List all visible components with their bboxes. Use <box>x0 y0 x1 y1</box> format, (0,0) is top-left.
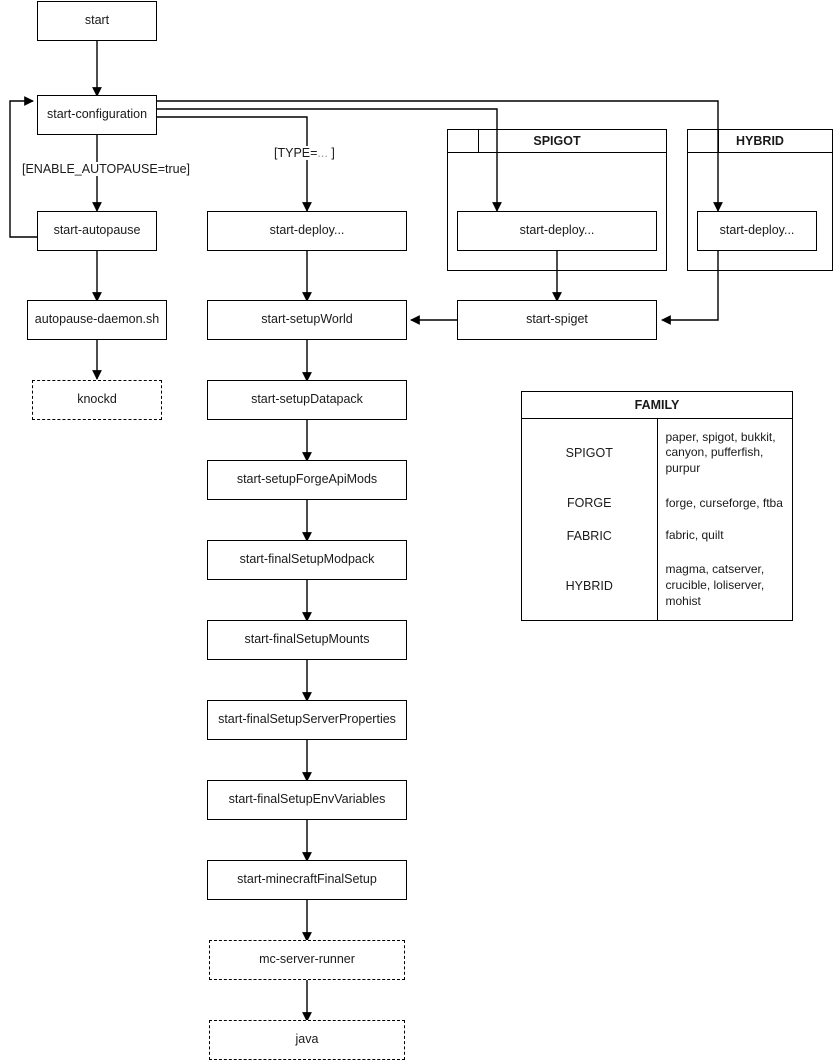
node-start-configuration[interactable]: start-configuration <box>37 95 157 135</box>
family-table-title: FAMILY <box>522 392 792 419</box>
node-start-finalsetupenvvariables[interactable]: start-finalSetupEnvVariables <box>207 780 407 820</box>
node-start-finalsetupmounts[interactable]: start-finalSetupMounts <box>207 620 407 660</box>
family-value: fabric, quilt <box>665 527 724 542</box>
family-value: paper, spigot, bukkit, canyon, pufferfis… <box>665 429 776 476</box>
node-start-deploy-hybrid[interactable]: start-deploy... <box>697 211 817 251</box>
family-key: FABRIC <box>522 519 658 552</box>
edge-label-type: [TYPE=... ] <box>272 146 337 160</box>
node-start-setupforgeapimods[interactable]: start-setupForgeApiMods <box>207 460 407 500</box>
table-row: HYBRID magma, catserver, crucible, lolis… <box>522 551 792 620</box>
node-knockd[interactable]: knockd <box>32 380 162 420</box>
family-key: HYBRID <box>522 551 658 620</box>
table-row: FABRIC fabric, quilt <box>522 519 792 552</box>
node-start-autopause[interactable]: start-autopause <box>37 211 157 251</box>
node-start-finalsetupmodpack[interactable]: start-finalSetupModpack <box>207 540 407 580</box>
edge-label-enable-autopause: [ENABLE_AUTOPAUSE=true] <box>20 162 193 176</box>
node-start-minecraftfinalsetup[interactable]: start-minecraftFinalSetup <box>207 860 407 900</box>
family-key: SPIGOT <box>522 418 658 488</box>
family-table-body: SPIGOT paper, spigot, bukkit, canyon, pu… <box>522 418 792 620</box>
family-value: magma, catserver, crucible, loliserver, … <box>665 562 765 608</box>
node-start[interactable]: start <box>37 1 157 41</box>
node-start-deploy-main[interactable]: start-deploy... <box>207 211 407 251</box>
node-autopause-daemon[interactable]: autopause-daemon.sh <box>27 300 167 340</box>
group-hybrid-title: HYBRID <box>688 130 832 153</box>
node-start-deploy-spigot[interactable]: start-deploy... <box>457 211 657 251</box>
node-start-spiget[interactable]: start-spiget <box>457 300 657 340</box>
table-row: SPIGOT paper, spigot, bukkit, canyon, pu… <box>522 418 792 488</box>
group-spigot-title: SPIGOT <box>448 130 666 153</box>
edge-label-type-ellipsis: ... <box>317 146 328 160</box>
edge-configuration-to-deploy-spigot <box>157 108 502 212</box>
node-mc-server-runner[interactable]: mc-server-runner <box>209 940 405 980</box>
table-row: FORGE forge, curseforge, ftba <box>522 487 792 520</box>
family-value: forge, curseforge, ftba <box>665 495 783 510</box>
node-start-setupworld[interactable]: start-setupWorld <box>207 300 407 340</box>
edge-label-type-suffix: ] <box>331 146 335 160</box>
family-key: FORGE <box>522 487 658 520</box>
family-table: FAMILY SPIGOT paper, spigot, bukkit, can… <box>522 392 792 620</box>
edge-label-type-prefix: [TYPE= <box>274 146 318 160</box>
family-legend: FAMILY SPIGOT paper, spigot, bukkit, can… <box>521 391 793 621</box>
node-start-finalsetupserverproperties[interactable]: start-finalSetupServerProperties <box>207 700 407 740</box>
node-java[interactable]: java <box>209 1020 405 1060</box>
node-start-setupdatapack[interactable]: start-setupDatapack <box>207 380 407 420</box>
